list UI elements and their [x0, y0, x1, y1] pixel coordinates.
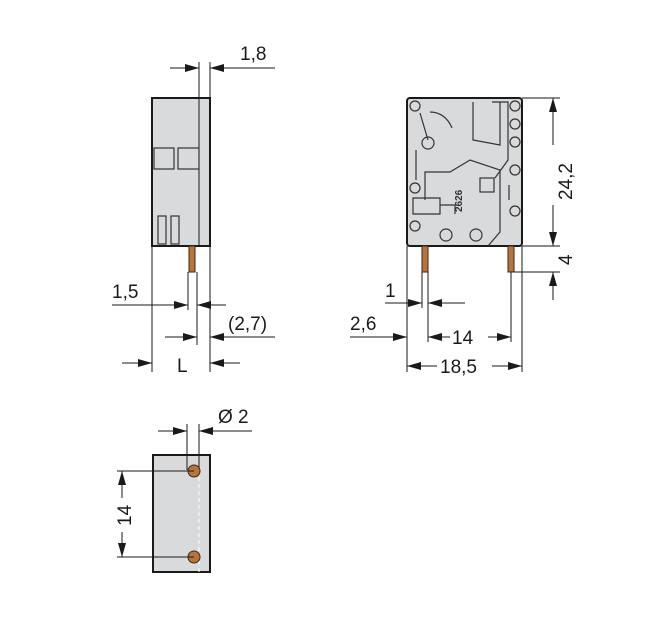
side-housing: [151, 97, 211, 247]
front-housing: [406, 97, 523, 247]
dim-L: L: [177, 356, 188, 377]
dim-diameter-2: Ø 2: [218, 407, 249, 428]
side-pin: [188, 245, 196, 273]
front-view: 2626 24,2 4 1 2,6 14 18,5: [350, 97, 577, 378]
dim-1: 1: [385, 281, 396, 302]
bottom-housing: [152, 454, 211, 573]
dim-4: 4: [556, 254, 577, 265]
dim-14-bottom: 14: [115, 504, 136, 526]
dim-24-2: 24,2: [556, 163, 577, 200]
dim-1-8: 1,8: [240, 44, 266, 65]
bottom-view: Ø 2 14: [115, 407, 252, 573]
front-pin-left: [421, 245, 429, 273]
dim-2-6: 2,6: [350, 314, 376, 335]
front-pin-right: [507, 245, 515, 273]
dim-2-7: (2,7): [228, 314, 267, 335]
part-marking: 2626: [454, 189, 465, 212]
side-view: 1,8 1,5 (2,7) L: [112, 44, 275, 377]
dim-14-front: 14: [452, 328, 474, 349]
dim-18-5: 18,5: [440, 357, 477, 378]
dim-1-5: 1,5: [112, 282, 138, 303]
